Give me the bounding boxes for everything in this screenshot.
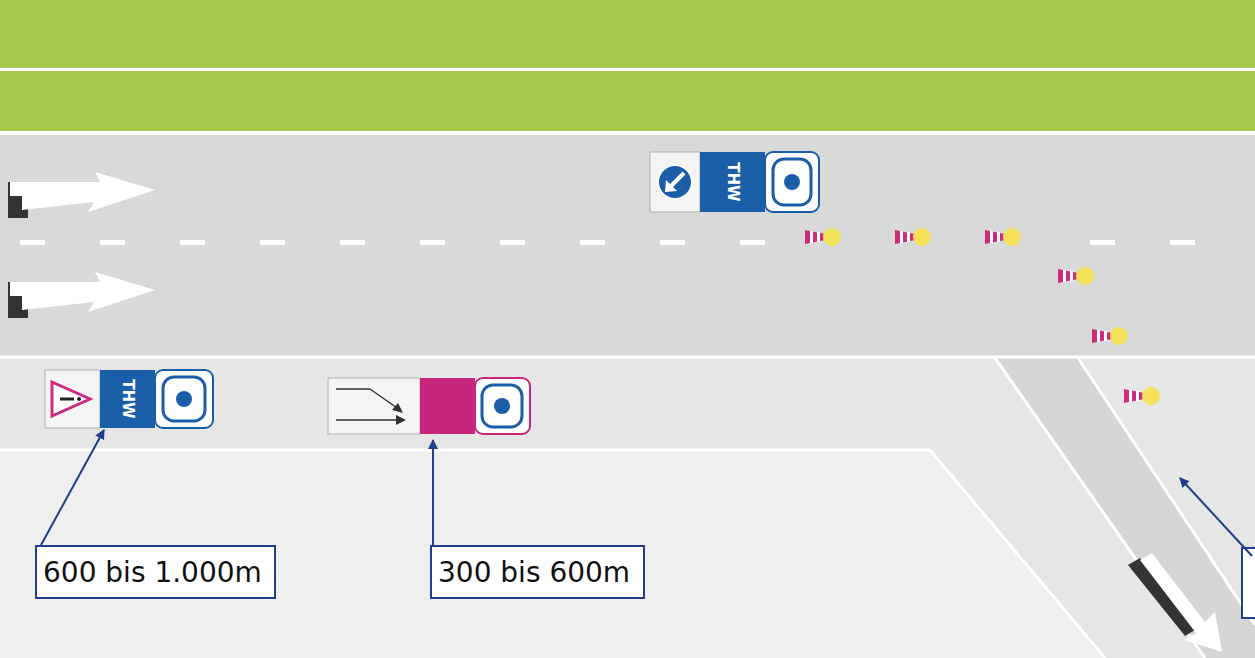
distance-callout: 300 bis 600m — [430, 545, 645, 599]
lane-arrow — [8, 172, 155, 318]
vehicle-cab: THW — [700, 152, 765, 212]
hard-shoulder — [0, 358, 1255, 658]
leader-arrow — [41, 430, 104, 545]
leader-line — [1180, 478, 1252, 556]
traffic-cones — [805, 228, 1160, 405]
carriageway — [0, 135, 1255, 356]
exit-ramp — [995, 358, 1255, 658]
distance-callout: 600 bis 1.000m — [35, 545, 276, 599]
distance-label: 300 bis 600m — [438, 555, 633, 591]
distance-label: 600 bis 1.000m — [43, 555, 264, 591]
ramp-arrow — [1128, 553, 1222, 652]
vehicle-label: THW — [119, 379, 137, 418]
warning-vehicle — [45, 370, 213, 428]
leader-line — [432, 440, 434, 545]
vehicle-cab: THW — [100, 370, 155, 428]
callout-box — [1242, 548, 1255, 618]
verge — [0, 71, 1255, 131]
lane-closure-vehicle — [650, 152, 819, 212]
vehicle-label: THW — [724, 162, 742, 201]
verge — [0, 0, 1255, 68]
pre-warning-vehicle — [328, 378, 530, 434]
